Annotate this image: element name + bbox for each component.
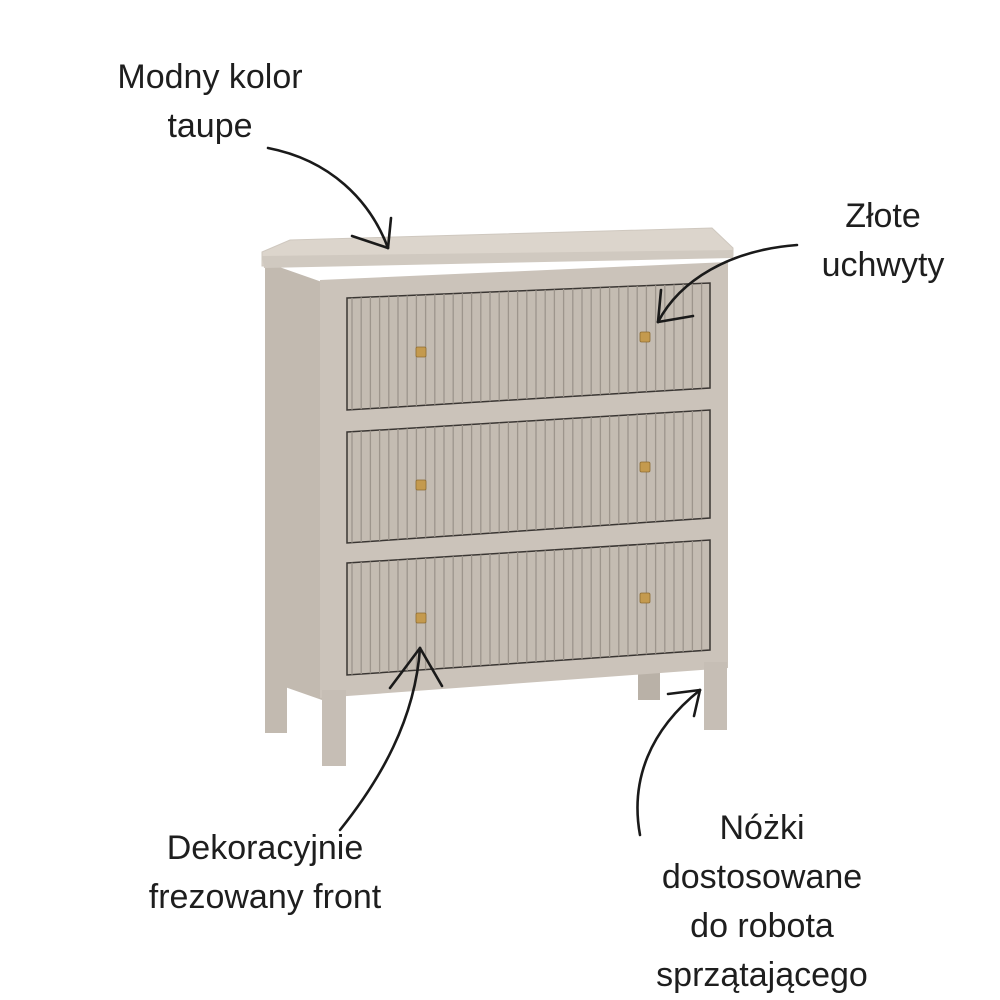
label-color-line: taupe bbox=[167, 107, 253, 145]
gold-handles bbox=[415, 331, 651, 624]
front-left-leg bbox=[322, 690, 346, 766]
label-handles-line: uchwyty bbox=[821, 246, 945, 284]
label-legs-line: sprzątającego bbox=[656, 956, 868, 994]
arrow-front bbox=[338, 646, 444, 832]
arrow-legs bbox=[636, 688, 702, 837]
gold-knob[interactable] bbox=[639, 331, 651, 343]
gold-knob[interactable] bbox=[415, 612, 427, 624]
label-handles-line: Złote bbox=[845, 197, 921, 235]
label-color-line: Modny kolor bbox=[117, 58, 303, 96]
left-back-leg bbox=[265, 660, 287, 733]
arrow-handles bbox=[656, 243, 799, 324]
label-front-line: Dekoracyjnie bbox=[166, 829, 364, 867]
label-front-line: frezowany front bbox=[148, 878, 382, 916]
gold-knob[interactable] bbox=[639, 461, 651, 473]
label-legs-line: do robota bbox=[690, 907, 834, 945]
label-front: Dekoracyjnie frezowany front bbox=[149, 824, 381, 922]
label-handles: Złote uchwyty bbox=[822, 192, 945, 290]
gold-knob[interactable] bbox=[415, 346, 427, 358]
front-right-leg bbox=[704, 662, 727, 730]
dresser bbox=[261, 227, 734, 766]
side-panel bbox=[265, 262, 322, 700]
gold-knob[interactable] bbox=[639, 592, 651, 604]
gold-knob[interactable] bbox=[415, 479, 427, 491]
label-legs-line: Nóżki bbox=[719, 809, 805, 847]
top-edge bbox=[262, 250, 733, 268]
label-legs-line: dostosowane bbox=[661, 858, 863, 896]
label-legs: Nóżki dostosowane do robota sprzątająceg… bbox=[656, 804, 868, 1000]
label-color: Modny kolor taupe bbox=[117, 53, 302, 151]
arrow-color bbox=[266, 146, 393, 250]
annotation-arrows bbox=[266, 146, 799, 837]
